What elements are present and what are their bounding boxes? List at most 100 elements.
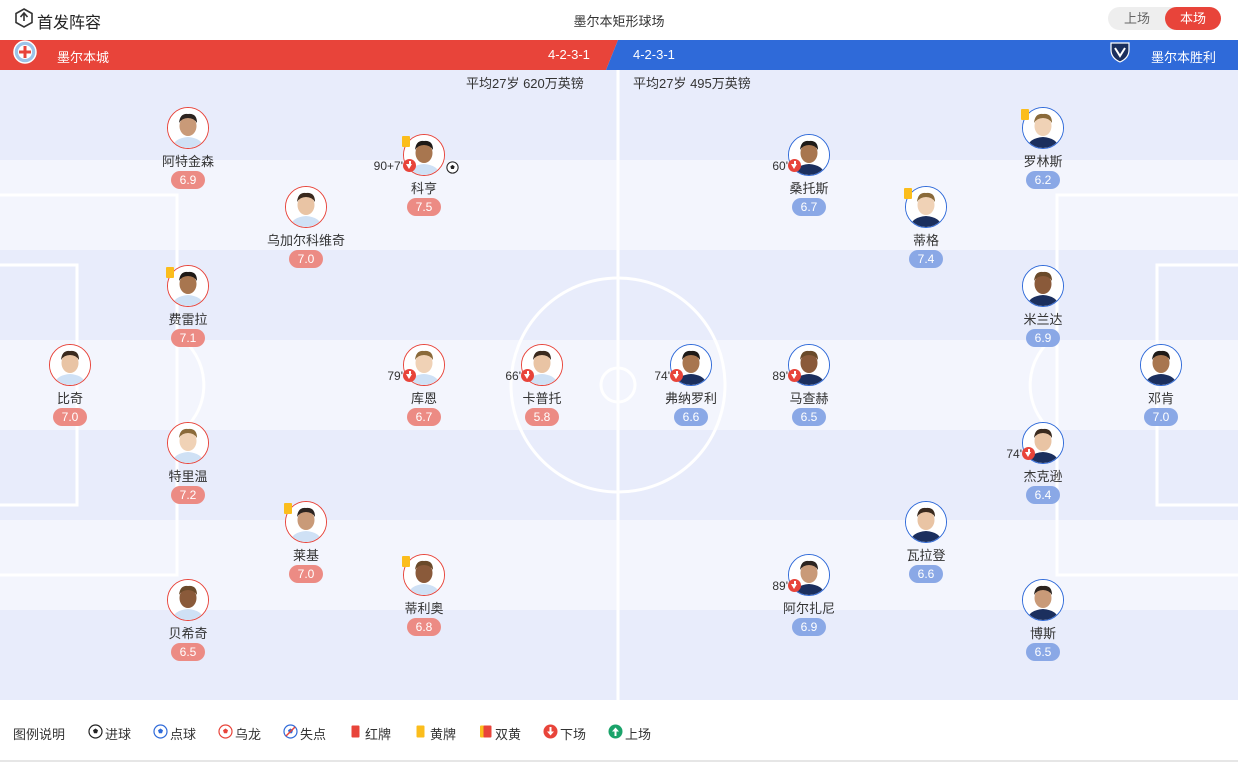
player-name: 费雷拉 [168,312,208,327]
sub-off-icon [1022,447,1035,460]
home-player-3[interactable]: 费雷拉 7.1 [133,265,243,347]
legend-second-yellow: 双黄 [495,727,522,742]
home-formation: 4-2-3-1 [548,47,590,62]
player-name: 米兰达 [1023,312,1063,327]
sub-off-icon [543,724,558,739]
player-name: 卡普托 [522,391,562,406]
legend-sub-on: 上场 [625,727,652,742]
missed-penalty-icon [283,724,298,739]
sub-off-icon [788,159,801,172]
legend-penalty: 点球 [170,727,197,742]
red-card-icon [351,725,360,738]
yellow-card-icon [284,503,292,514]
player-avatar [403,344,445,386]
home-crest-icon [13,40,37,64]
yellow-card-icon [166,267,174,278]
player-rating: 7.4 [909,250,943,268]
player-rating: 7.0 [1144,408,1178,426]
player-rating: 7.5 [407,198,441,216]
sub-off-icon [788,369,801,382]
legend: 图例说明 进球 点球 乌龙 失点 红牌 黄牌 双黄 下场 [0,700,1238,762]
legend-missed-penalty: 失点 [300,727,327,742]
away-player-10[interactable]: 89' 阿尔扎尼 6.9 [754,554,864,636]
legend-sub-off: 下场 [560,727,587,742]
sub-minute: 89' [772,369,788,383]
away-formation: 4-2-3-1 [633,47,675,62]
player-rating: 6.4 [1026,486,1060,504]
player-rating: 7.0 [53,408,87,426]
player-name: 比奇 [56,391,83,406]
player-rating: 5.8 [525,408,559,426]
player-name: 桑托斯 [789,181,829,196]
sub-minute: 60' [772,159,788,173]
home-player-11[interactable]: 66'卡普托 5.8 [487,344,597,426]
sub-minute: 66' [505,369,521,383]
legend-goal: 进球 [105,727,132,742]
player-name: 阿尔扎尼 [782,601,835,616]
player-avatar [1022,579,1064,621]
home-player-4[interactable]: 特里温 7.2 [133,422,243,504]
legend-own-goal: 乌龙 [235,727,262,742]
own-goal-icon [218,724,233,739]
yellow-card-icon [416,725,425,738]
home-player-2[interactable]: 阿特金森 6.9 [133,107,243,189]
player-name: 贝希奇 [168,626,208,641]
legend-red-card: 红牌 [365,727,392,742]
sub-off-icon [403,369,416,382]
player-avatar [1140,344,1182,386]
legend-title: 图例说明 [13,727,66,742]
player-rating: 7.1 [171,329,205,347]
player-name: 博斯 [1029,626,1056,641]
player-rating: 6.9 [792,618,826,636]
player-rating: 6.8 [407,618,441,636]
player-avatar [167,107,209,149]
player-name: 马查赫 [789,391,829,406]
sub-off-icon [670,369,683,382]
yellow-card-icon [904,188,912,199]
sub-off-icon [521,369,534,382]
sub-minute: 89' [772,579,788,593]
player-avatar [1022,107,1064,149]
player-avatar [167,265,209,307]
header-bar: 首发阵容 墨尔本矩形球场 上场 本场 [0,0,1238,38]
sub-on-icon [608,724,623,739]
player-name: 阿特金森 [161,154,214,169]
toggle-this-match[interactable]: 本场 [1165,7,1221,30]
player-name: 科亨 [410,181,437,196]
penalty-icon [153,724,168,739]
player-name: 特里温 [168,469,208,484]
player-avatar [285,186,327,228]
player-rating: 7.0 [289,565,323,583]
player-rating: 7.2 [171,486,205,504]
player-avatar [167,422,209,464]
legend-yellow-card: 黄牌 [430,727,457,742]
player-rating: 7.0 [289,250,323,268]
home-player-1[interactable]: 比奇 7.0 [15,344,125,426]
toggle-started[interactable]: 上场 [1123,11,1150,26]
player-rating: 6.9 [171,171,205,189]
player-name: 罗林斯 [1023,154,1063,169]
away-player-6[interactable]: 60'桑托斯 6.7 [754,134,864,216]
player-rating: 6.7 [792,198,826,216]
sub-minute: 79' [387,369,403,383]
second-yellow-icon [480,725,492,738]
player-avatar [670,344,712,386]
player-avatar [167,579,209,621]
player-name: 瓦拉登 [906,548,946,563]
